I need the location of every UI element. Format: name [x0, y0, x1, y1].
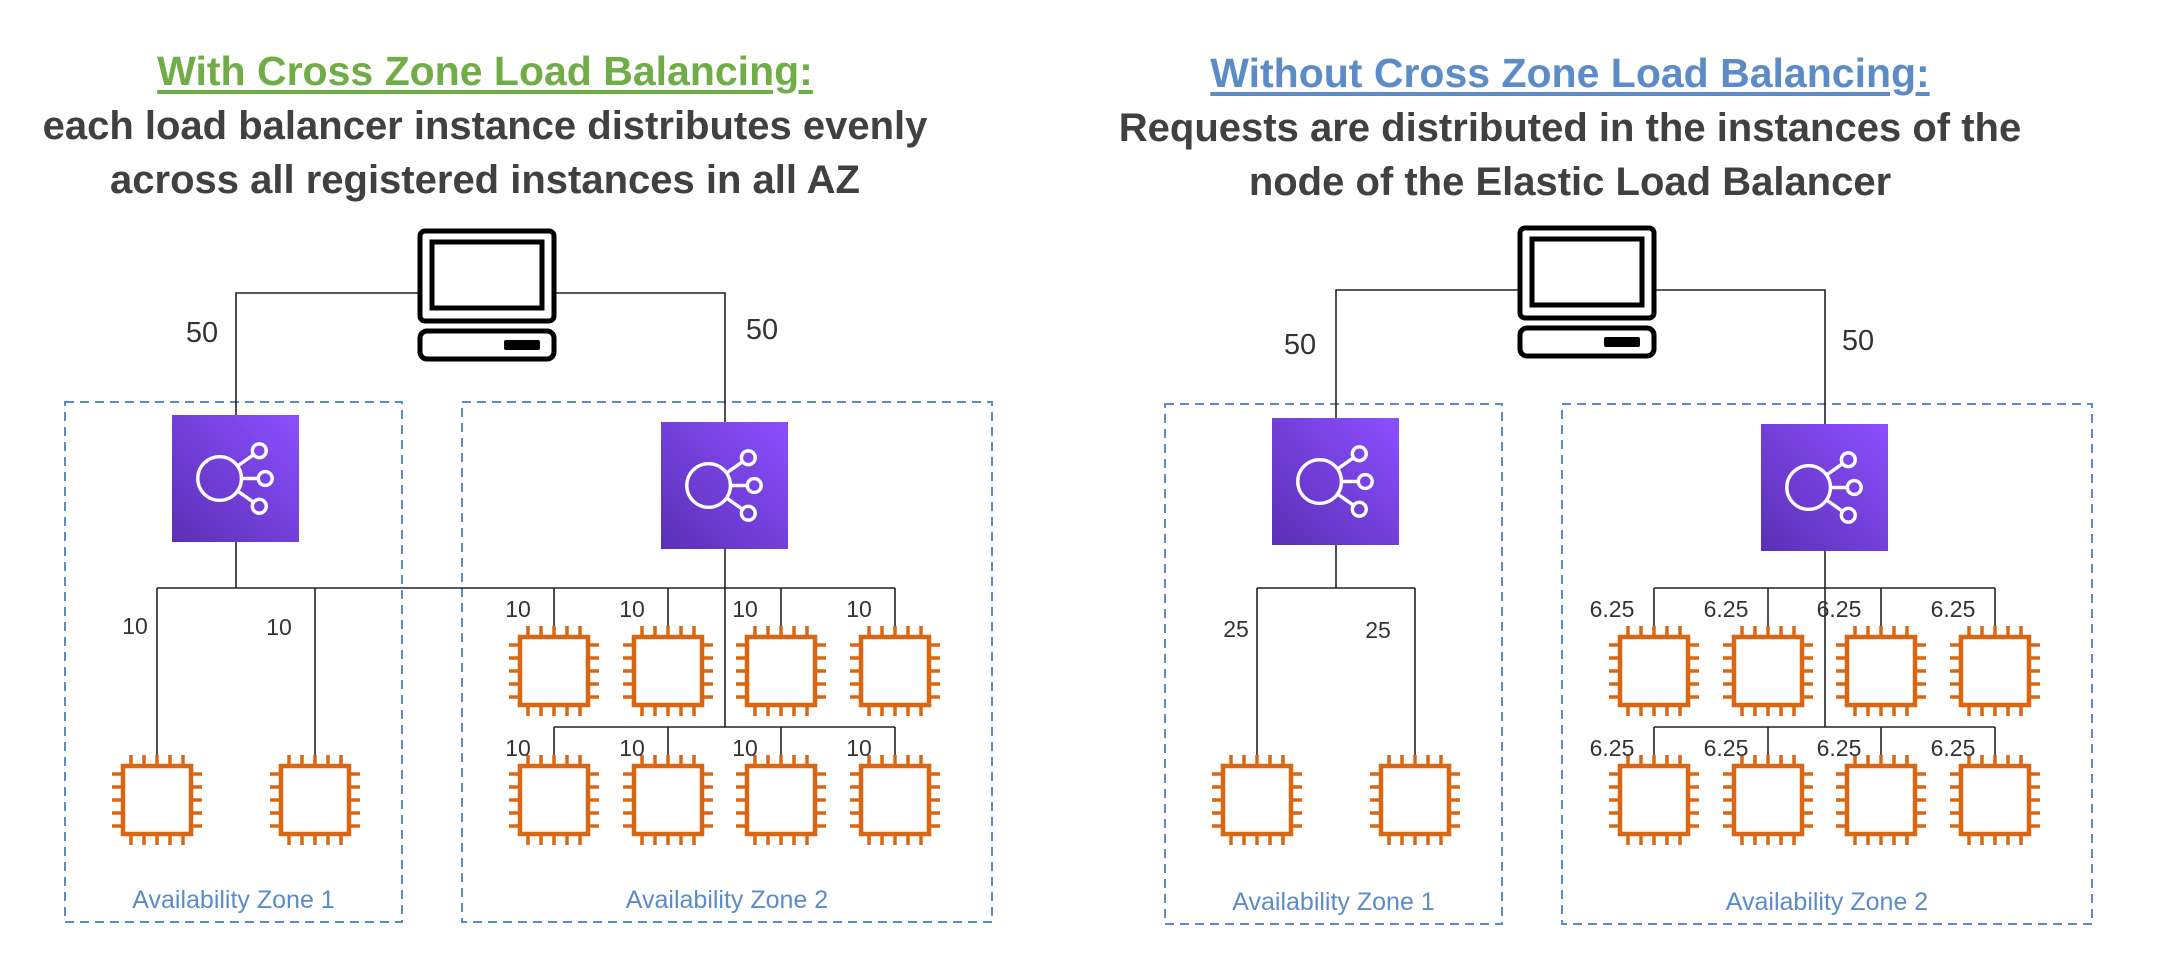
- instance-weight-label: 10: [732, 596, 758, 622]
- instance-weight-label: 6.25: [1931, 735, 1976, 761]
- ec2-instance-chip-icon: [1212, 755, 1302, 845]
- ec2-instance-chip-icon: [1723, 626, 1813, 716]
- elastic-load-balancer-icon: [1272, 418, 1399, 545]
- left-description-line1: each load balancer instance distributes …: [42, 104, 928, 148]
- client-to-elb1-line: [1335, 289, 1520, 418]
- ec2-instance-chip-icon: [1723, 755, 1813, 845]
- ec2-instance-chip-icon: [736, 755, 826, 845]
- availability-zone-label: Availability Zone 2: [626, 886, 828, 914]
- client-weight-label: 50: [186, 317, 218, 349]
- instance-weight-label: 10: [619, 735, 645, 761]
- ec2-instance-chip-icon: [509, 755, 599, 845]
- ec2-instance-chip-icon: [623, 626, 713, 716]
- elastic-load-balancer-icon: [1761, 424, 1888, 551]
- left-title-block: With Cross Zone Load Balancing: each loa…: [10, 48, 960, 207]
- ec2-instance-chip-icon: [112, 755, 202, 845]
- client-weight-label: 50: [746, 314, 778, 346]
- instance-weight-label: 10: [732, 735, 758, 761]
- ec2-instance-chip-icon: [1836, 626, 1926, 716]
- instance-weight-label: 6.25: [1704, 735, 1749, 761]
- ec2-instance-chip-icon: [1370, 755, 1460, 845]
- right-heading: Without Cross Zone Load Balancing:: [1210, 50, 1930, 96]
- ec2-instance-chip-icon: [850, 755, 940, 845]
- instance-weight-label: 10: [505, 596, 531, 622]
- instance-weight-label: 10: [619, 596, 645, 622]
- instance-weight-label: 6.25: [1817, 735, 1862, 761]
- left-heading: With Cross Zone Load Balancing:: [157, 48, 813, 94]
- ec2-instance-chip-icon: [736, 626, 826, 716]
- availability-zone-label: Availability Zone 1: [132, 886, 334, 914]
- right-description-line2: node of the Elastic Load Balancer: [1248, 160, 1892, 204]
- ec2-instance-chip-icon: [850, 626, 940, 716]
- instance-weight-label: 10: [846, 735, 872, 761]
- ec2-instance-chip-icon: [1836, 755, 1926, 845]
- ec2-instance-chip-icon: [1609, 755, 1699, 845]
- instance-weight-label: 6.25: [1590, 735, 1635, 761]
- client-to-elb2-line: [1654, 289, 1826, 424]
- ec2-instance-chip-icon: [1609, 626, 1699, 716]
- instance-weight-label: 10: [122, 613, 148, 639]
- availability-zone-label: Availability Zone 1: [1232, 888, 1434, 916]
- instance-weight-label: 10: [505, 735, 531, 761]
- elastic-load-balancer-icon: [661, 422, 788, 549]
- right-title-block: Without Cross Zone Load Balancing: Reque…: [1095, 50, 2045, 209]
- availability-zone-box: [64, 401, 403, 923]
- availability-zone-box: [1164, 403, 1503, 925]
- client-weight-label: 50: [1284, 329, 1316, 361]
- ec2-instance-chip-icon: [623, 755, 713, 845]
- client-weight-label: 50: [1842, 325, 1874, 357]
- client-to-elb1-line: [235, 292, 420, 415]
- instance-weight-label: 6.25: [1931, 596, 1976, 622]
- instance-weight-label: 6.25: [1817, 596, 1862, 622]
- instance-weight-label: 25: [1223, 616, 1249, 642]
- right-description-line1: Requests are distributed in the instance…: [1118, 106, 2022, 150]
- instance-weight-label: 6.25: [1590, 596, 1635, 622]
- client-computer-icon: [1517, 225, 1657, 359]
- ec2-instance-chip-icon: [270, 755, 360, 845]
- ec2-instance-chip-icon: [509, 626, 599, 716]
- client-computer-icon: [417, 228, 557, 362]
- instance-weight-label: 25: [1365, 617, 1391, 643]
- ec2-instance-chip-icon: [1950, 626, 2040, 716]
- instance-weight-label: 10: [846, 596, 872, 622]
- instance-weight-label: 6.25: [1704, 596, 1749, 622]
- availability-zone-label: Availability Zone 2: [1726, 888, 1928, 916]
- elastic-load-balancer-icon: [172, 415, 299, 542]
- client-to-elb2-line: [554, 292, 726, 422]
- left-description-line2: across all registered instances in all A…: [110, 158, 860, 202]
- ec2-instance-chip-icon: [1950, 755, 2040, 845]
- instance-weight-label: 10: [266, 614, 292, 640]
